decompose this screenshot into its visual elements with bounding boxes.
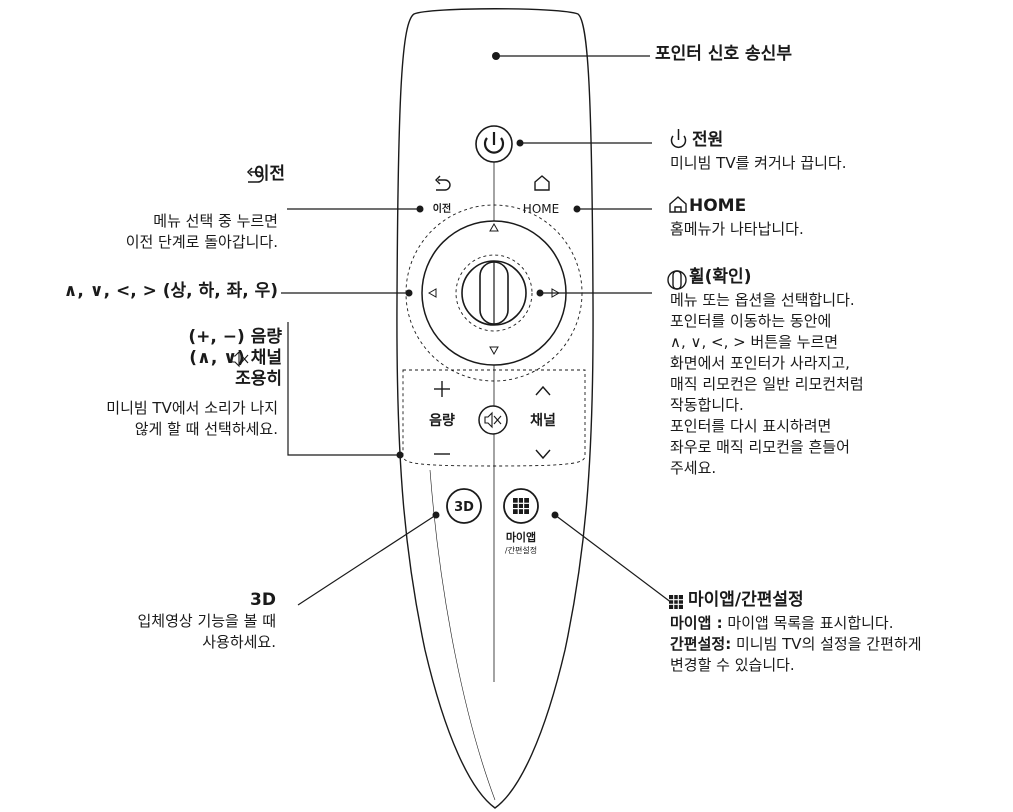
arrows-title: ∧, ∨, <, > (상, 하, 좌, 우) bbox=[63, 281, 278, 301]
myapp-term-text: 마이앱 목록을 표시합니다. bbox=[722, 614, 894, 632]
power-title: 전원 bbox=[692, 130, 724, 150]
3d-button-label: 3D bbox=[454, 500, 474, 515]
callout-back-desc: 메뉴 선택 중 누르면 이전 단계로 돌아갑니다. bbox=[126, 211, 278, 253]
myapp-desc-line: 간편설정: 미니빔 TV의 설정을 간편하게 bbox=[670, 634, 922, 655]
callout-wheel: 휠(확인) bbox=[689, 267, 751, 288]
leader-3d bbox=[297, 514, 437, 606]
volume-label: 음량 bbox=[429, 413, 455, 429]
wheel-desc-line: ∧, ∨, <, > 버튼을 누르면 bbox=[670, 333, 839, 351]
mute-button[interactable] bbox=[478, 405, 508, 435]
volume-up-button[interactable] bbox=[420, 375, 464, 405]
volume-title-line2: (∧, ∨) 채널 bbox=[189, 348, 282, 368]
home-icon bbox=[669, 196, 687, 213]
3d-title: 3D bbox=[250, 590, 276, 610]
wheel-desc-line: 작동합니다. bbox=[670, 396, 744, 414]
3d-desc-line: 사용하세요. bbox=[202, 633, 276, 651]
callout-myapp: 마이앱/간편설정 bbox=[688, 590, 804, 611]
myapp-button-sublabel: /간편설정 bbox=[505, 545, 537, 555]
back-button[interactable]: 이전 bbox=[433, 175, 451, 215]
quicksettings-term: 간편설정: bbox=[670, 635, 732, 653]
wheel-icon bbox=[667, 270, 687, 290]
channel-up-button[interactable] bbox=[535, 385, 551, 396]
pointer-title: 포인터 신호 송신부 bbox=[655, 44, 792, 64]
back-desc-line: 이전 단계로 돌아갑니다. bbox=[125, 233, 278, 251]
volume-down-button[interactable] bbox=[420, 440, 464, 466]
wheel-ring-dashed bbox=[455, 254, 533, 332]
myapp-title: 마이앱/간편설정 bbox=[688, 590, 804, 610]
myapp-button[interactable] bbox=[503, 488, 539, 524]
wheel-desc-line: 포인터를 이동하는 동안에 bbox=[670, 312, 832, 330]
back-button-label: 이전 bbox=[433, 202, 451, 215]
volume-title-line3: 조용히 bbox=[235, 369, 282, 389]
channel-label: 채널 bbox=[530, 413, 556, 429]
power-icon bbox=[670, 129, 687, 149]
channel-down-button[interactable] bbox=[535, 449, 551, 460]
callout-wheel-desc: 메뉴 또는 옵션을 선택합니다. 포인터를 이동하는 동안에 ∧, ∨, <, … bbox=[670, 290, 864, 479]
wheel-desc-line: 주세요. bbox=[670, 459, 717, 477]
power-desc-line: 미니빔 TV를 켜거나 끕니다. bbox=[670, 154, 847, 172]
home-title: HOME bbox=[689, 196, 747, 216]
back-icon bbox=[246, 167, 264, 183]
myapp-grid-icon bbox=[669, 595, 683, 609]
callout-power: 전원 bbox=[692, 130, 723, 151]
wheel-title: 휠(확인) bbox=[689, 267, 752, 287]
home-button-label: HOME bbox=[523, 202, 559, 216]
wheel-desc-line: 좌우로 매직 리모컨을 흔들어 bbox=[670, 438, 850, 456]
volume-title-line1: (+, −) 음량 bbox=[188, 327, 282, 347]
home-button[interactable]: HOME bbox=[523, 175, 559, 216]
callout-power-desc: 미니빔 TV를 켜거나 끕니다. bbox=[670, 153, 847, 174]
myapp-desc-tail: 변경할 수 있습니다. bbox=[670, 656, 795, 674]
callout-myapp-desc: 마이앱 : 마이앱 목록을 표시합니다. 간편설정: 미니빔 TV의 설정을 간… bbox=[670, 613, 922, 676]
myapp-desc-line: 마이앱 : 마이앱 목록을 표시합니다. bbox=[670, 613, 922, 634]
volume-desc-line: 않게 할 때 선택하세요. bbox=[134, 420, 278, 438]
wheel-desc-line: 화면에서 포인터가 사라지고, bbox=[670, 354, 850, 372]
power-button[interactable] bbox=[475, 125, 513, 163]
nav-down-arrow[interactable] bbox=[489, 346, 499, 356]
nav-up-arrow[interactable] bbox=[489, 222, 499, 232]
callout-arrows: ∧, ∨, <, > (상, 하, 좌, 우) bbox=[64, 281, 278, 302]
3d-button[interactable]: 3D bbox=[446, 488, 482, 524]
callout-back: 이전 bbox=[254, 164, 285, 185]
callout-volume: (+, −) 음량 (∧, ∨) 채널 조용히 bbox=[188, 327, 282, 390]
callout-home-desc: 홈메뉴가 나타납니다. bbox=[670, 219, 804, 240]
volume-desc-line: 미니빔 TV에서 소리가 나지 bbox=[106, 399, 278, 417]
home-desc-line: 홈메뉴가 나타납니다. bbox=[670, 220, 804, 238]
wheel-desc-line: 메뉴 또는 옵션을 선택합니다. bbox=[670, 291, 855, 309]
leader-myapp bbox=[554, 514, 673, 604]
wheel-desc-line: 포인터를 다시 표시하려면 bbox=[670, 417, 832, 435]
mute-icon bbox=[231, 350, 249, 368]
leader-volume bbox=[287, 322, 400, 456]
back-desc-line: 메뉴 선택 중 누르면 bbox=[153, 212, 278, 230]
callout-3d: 3D 입체영상 기능을 볼 때 사용하세요. bbox=[137, 590, 276, 653]
remote-edge-inner bbox=[429, 469, 496, 801]
back-title: 이전 bbox=[253, 164, 285, 184]
wheel-button[interactable] bbox=[461, 260, 527, 326]
callout-pointer: 포인터 신호 송신부 bbox=[655, 44, 792, 65]
nav-left-arrow[interactable] bbox=[427, 288, 437, 298]
quicksettings-term-text: 미니빔 TV의 설정을 간편하게 bbox=[731, 635, 922, 653]
callout-volume-desc: 미니빔 TV에서 소리가 나지 않게 할 때 선택하세요. bbox=[106, 398, 278, 440]
vol-ch-area bbox=[402, 369, 586, 467]
callout-home: HOME bbox=[689, 196, 746, 217]
myapp-term: 마이앱 : bbox=[670, 614, 723, 632]
3d-desc-line: 입체영상 기능을 볼 때 bbox=[137, 612, 276, 630]
myapp-button-label: 마이앱 bbox=[506, 530, 536, 544]
wheel-desc-line: 매직 리모컨은 일반 리모컨처럼 bbox=[670, 375, 864, 393]
